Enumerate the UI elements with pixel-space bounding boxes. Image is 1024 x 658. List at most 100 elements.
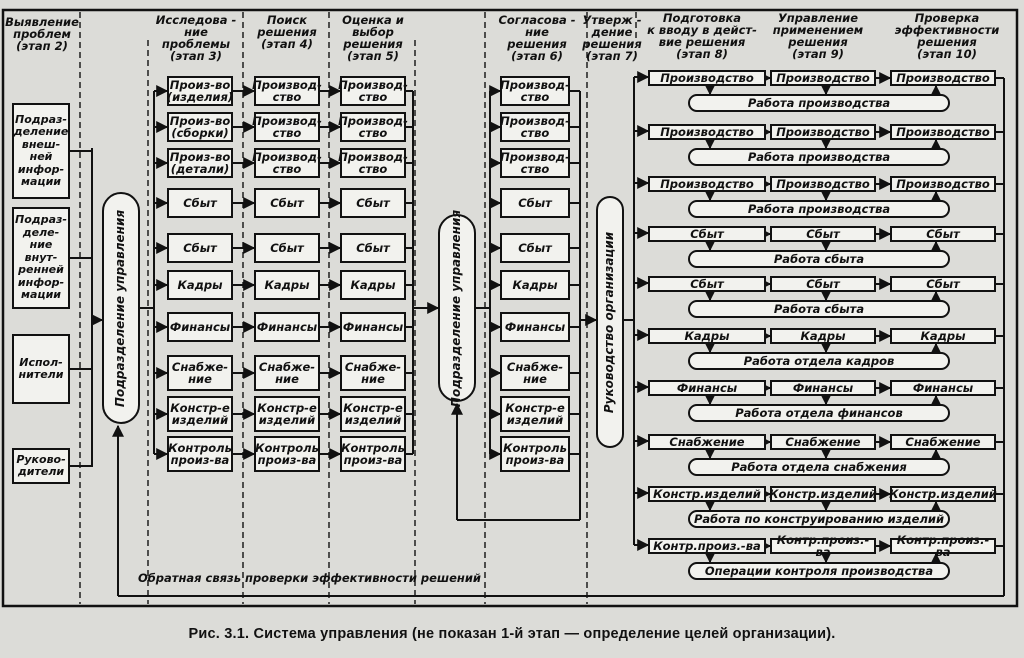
header-stage3: Исследова - ние проблемы (этап 3) <box>155 13 237 63</box>
stage6-item-box: Производ- ство <box>500 148 570 178</box>
header-stage4: Поиск решения (этап 4) <box>257 13 317 51</box>
work-pill: Работа производства <box>688 200 950 218</box>
header-stage6: Согласова - ние решения (этап 6) <box>498 13 576 63</box>
stage5-item-box: Контроль произ-ва <box>340 436 406 472</box>
work-pill: Операции контроля производства <box>688 562 950 580</box>
stage10-box: Сбыт <box>890 226 996 242</box>
stage6-item-box: Сбыт <box>500 233 570 263</box>
stage10-box: Финансы <box>890 380 996 396</box>
left-unit-box: Руково- дители <box>12 448 70 484</box>
figure-caption: Рис. 3.1. Система управления (не показан… <box>188 626 836 642</box>
work-pill: Работа отдела финансов <box>688 404 950 422</box>
stage4-item-box: Сбыт <box>254 233 320 263</box>
stage4-item-box: Производ- ство <box>252 148 322 178</box>
stage9-box: Констр.изделий <box>769 486 877 502</box>
stage3-item-box: Снабже- ние <box>167 355 233 391</box>
stage3-item-box: Сбыт <box>167 188 233 218</box>
stage9-box: Производство <box>770 124 876 140</box>
stage8-box: Производство <box>648 124 766 140</box>
management-unit-oval: Подразделение управления <box>438 209 476 407</box>
stage5-item-box: Финансы <box>340 312 406 342</box>
stage4-item-box: Констр-е изделий <box>254 396 320 432</box>
header-stage10: Проверка эффективности решения (этап 10) <box>894 11 1000 61</box>
stage8-box: Снабжение <box>648 434 766 450</box>
management-unit-label: Подразделение управления <box>449 209 464 407</box>
stage8-box: Кадры <box>648 328 766 344</box>
stage6-item-box: Кадры <box>500 270 570 300</box>
management-unit-label: Подразделение управления <box>113 209 128 407</box>
stage9-box: Контр.произ.-ва <box>770 534 876 558</box>
stage4-item-box: Кадры <box>254 270 320 300</box>
stage9-box: Сбыт <box>770 276 876 292</box>
stage8-box: Сбыт <box>648 276 766 292</box>
org-leadership-oval: Руководство организации <box>596 196 624 448</box>
stage4-item-box: Финансы <box>254 312 320 342</box>
stage10-box: Сбыт <box>890 276 996 292</box>
stage9-box: Производство <box>770 70 876 86</box>
feedback-label: Обратная связь проверки эффективности ре… <box>138 571 481 585</box>
stage5-item-box: Производ- ство <box>338 148 408 178</box>
stage6-item-box: Констр-е изделий <box>500 396 570 432</box>
left-unit-box: Подраз- деле- ние внут- ренней инфор- ма… <box>12 207 70 309</box>
work-pill: Работа сбыта <box>688 300 950 318</box>
work-pill: Работа по конструированию изделий <box>688 510 950 528</box>
stage9-box: Сбыт <box>770 226 876 242</box>
work-pill: Работа отдела кадров <box>688 352 950 370</box>
header-stage2: Выявление проблем (этап 2) <box>5 15 79 53</box>
header-stage8: Подготовка к вводу в дейст- вие решения … <box>647 11 757 61</box>
stage9-box: Производство <box>770 176 876 192</box>
stage4-item-box: Производ- ство <box>252 76 322 106</box>
management-unit-oval: Подразделение управления <box>102 192 140 424</box>
stage10-box: Констр.изделий <box>889 486 997 502</box>
stage5-item-box: Производ- ство <box>338 76 408 106</box>
stage8-box: Финансы <box>648 380 766 396</box>
stage5-item-box: Кадры <box>340 270 406 300</box>
stage10-box: Производство <box>890 70 996 86</box>
stage3-item-box: Произ-во (изделия) <box>166 76 234 106</box>
stage3-item-box: Произ-во (детали) <box>167 148 233 178</box>
org-leadership-label: Руководство организации <box>602 231 617 413</box>
stage5-item-box: Производ- ство <box>338 112 408 142</box>
left-unit-box: Испол- нители <box>12 334 70 404</box>
stage10-box: Производство <box>890 124 996 140</box>
header-stage5: Оценка и выбор решения (этап 5) <box>342 13 404 63</box>
stage6-item-box: Финансы <box>500 312 570 342</box>
stage5-item-box: Снабже- ние <box>340 355 406 391</box>
stage5-item-box: Сбыт <box>340 188 406 218</box>
stage6-item-box: Производ- ство <box>500 112 570 142</box>
stage8-box: Контр.произ.-ва <box>648 538 766 554</box>
work-pill: Работа сбыта <box>688 250 950 268</box>
stage8-box: Констр.изделий <box>648 486 766 502</box>
stage9-box: Кадры <box>770 328 876 344</box>
stage8-box: Производство <box>648 176 766 192</box>
stage4-item-box: Сбыт <box>254 188 320 218</box>
stage3-item-box: Финансы <box>167 312 233 342</box>
stage8-box: Производство <box>648 70 766 86</box>
stage8-box: Сбыт <box>648 226 766 242</box>
stage3-item-box: Сбыт <box>167 233 233 263</box>
work-pill: Работа отдела снабжения <box>688 458 950 476</box>
stage3-item-box: Кадры <box>167 270 233 300</box>
stage5-item-box: Констр-е изделий <box>340 396 406 432</box>
stage6-item-box: Сбыт <box>500 188 570 218</box>
header-stage9: Управление применением решения (этап 9) <box>772 11 864 61</box>
left-unit-box: Подраз- деление внеш- ней инфор- мации <box>12 103 70 199</box>
work-pill: Работа производства <box>688 94 950 112</box>
stage10-box: Кадры <box>890 328 996 344</box>
stage3-item-box: Произ-во (сборки) <box>167 112 233 142</box>
header-stage7: Утверж - дение решения (этап 7) <box>582 13 642 63</box>
stage4-item-box: Снабже- ние <box>254 355 320 391</box>
stage10-box: Снабжение <box>890 434 996 450</box>
stage10-box: Контр.произ.-ва <box>890 534 996 558</box>
stage9-box: Снабжение <box>770 434 876 450</box>
stage10-box: Производство <box>890 176 996 192</box>
stage4-item-box: Контроль произ-ва <box>254 436 320 472</box>
stage6-item-box: Производ- ство <box>500 76 570 106</box>
work-pill: Работа производства <box>688 148 950 166</box>
stage4-item-box: Производ- ство <box>252 112 322 142</box>
stage6-item-box: Контроль произ-ва <box>500 436 570 472</box>
stage3-item-box: Контроль произ-ва <box>167 436 233 472</box>
stage6-item-box: Снабже- ние <box>500 355 570 391</box>
